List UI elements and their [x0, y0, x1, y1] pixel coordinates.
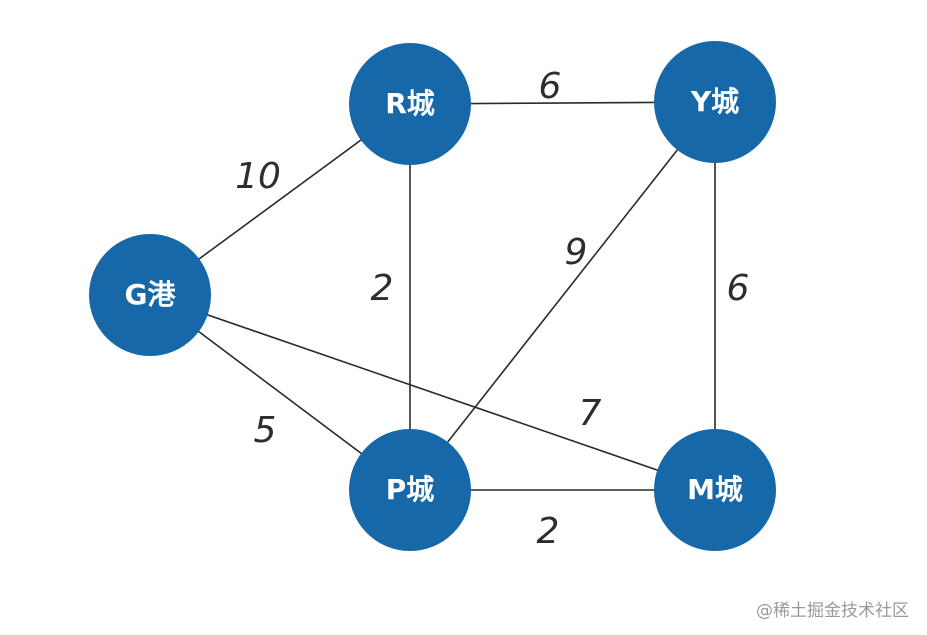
weight-label-g-r: 10 [235, 156, 281, 197]
nodes-layer: G港 R城 Y城 P城 M城 [89, 41, 776, 551]
node-circle-y [654, 41, 776, 163]
weight-label-g-m: 7 [579, 393, 602, 434]
weight-label-y-p: 9 [565, 232, 588, 273]
node-g: G港 [89, 234, 211, 356]
node-label-p: P城 [386, 473, 435, 506]
node-label-y: Y城 [690, 85, 739, 118]
node-label-r: R城 [385, 87, 435, 120]
weight-labels-layer: 6 10 2 9 6 7 5 2 [235, 66, 749, 552]
node-r: R城 [349, 43, 471, 165]
watermark-text: @稀土掘金技术社区 [756, 601, 909, 621]
weight-label-y-m: 6 [727, 268, 750, 309]
weight-label-p-m: 2 [537, 511, 560, 552]
node-m: M城 [654, 429, 776, 551]
edge-y-p [409, 101, 716, 491]
node-circle-g [89, 234, 211, 356]
weight-label-r-y: 6 [539, 66, 562, 107]
node-p: P城 [349, 429, 471, 551]
node-circle-p [349, 429, 471, 551]
edge-g-m [149, 294, 716, 491]
weight-label-r-p: 2 [371, 268, 394, 309]
node-label-m: M城 [687, 473, 743, 506]
node-label-g: G港 [125, 278, 177, 311]
node-circle-r [349, 43, 471, 165]
weight-label-g-p: 5 [254, 410, 277, 451]
node-circle-m [654, 429, 776, 551]
node-y: Y城 [654, 41, 776, 163]
